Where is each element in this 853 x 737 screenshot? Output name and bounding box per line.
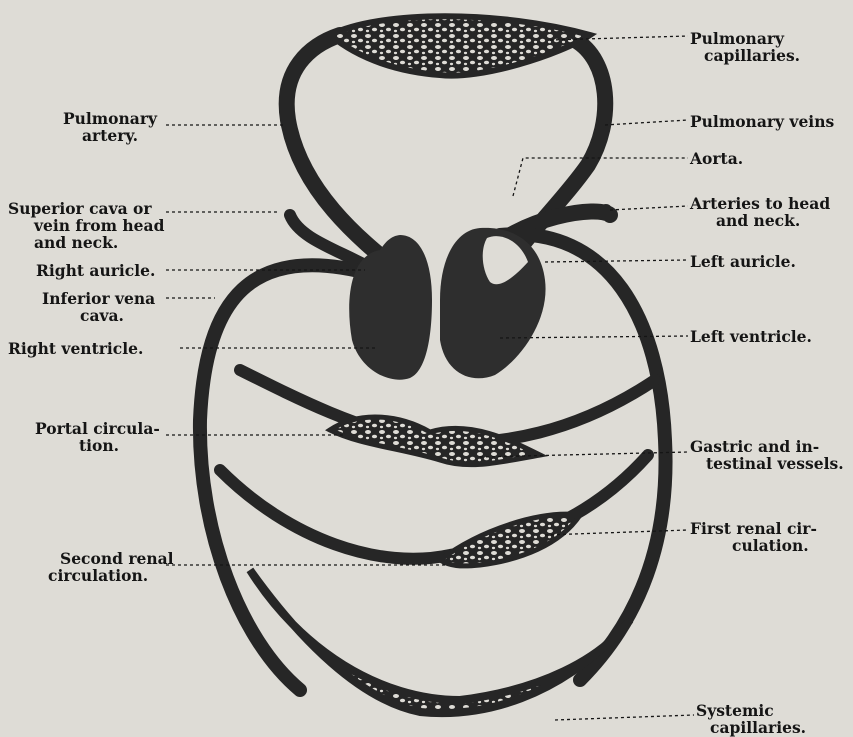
label-right-ventricle: Right ventricle. (8, 340, 143, 357)
renal-vessel (220, 455, 648, 559)
leader-aorta (513, 158, 688, 196)
label-second-renal: Second renal circulation. (48, 550, 174, 584)
label-pulmonary-artery: Pulmonary artery. (50, 110, 170, 144)
pulmonary-capillary-bed (330, 16, 590, 75)
label-superior-cava: Superior cava or vein from head and neck… (8, 200, 164, 251)
label-pulmonary-veins: Pulmonary veins (690, 113, 834, 130)
label-first-renal: First renal cir- culation. (690, 520, 817, 554)
label-aorta: Aorta. (690, 150, 743, 167)
label-gastric-intestinal: Gastric and in- testinal vessels. (690, 438, 844, 472)
arteries-head-neck-vessel (555, 210, 606, 215)
label-left-ventricle: Left ventricle. (690, 328, 812, 345)
label-systemic-capillaries: Systemic capillaries. (696, 702, 806, 736)
leader-left-auricle (545, 260, 688, 262)
label-portal-circulation: Portal circula- tion. (35, 420, 160, 454)
label-inferior-vena-cava: Inferior vena cava. (42, 290, 155, 324)
leader-systemic (555, 715, 694, 720)
label-arteries-head-neck: Arteries to head and neck. (690, 195, 830, 229)
label-left-auricle: Left auricle. (690, 253, 796, 270)
label-right-auricle: Right auricle. (36, 262, 155, 279)
renal-capillary-bed (440, 514, 580, 566)
label-pulmonary-capillaries: Pulmonary capillaries. (690, 30, 800, 64)
portal-capillary-bed (330, 417, 540, 465)
leader-pulmonary-veins (605, 120, 688, 125)
systemic-capillary-bed (250, 570, 630, 713)
leader-arteries (610, 206, 688, 210)
